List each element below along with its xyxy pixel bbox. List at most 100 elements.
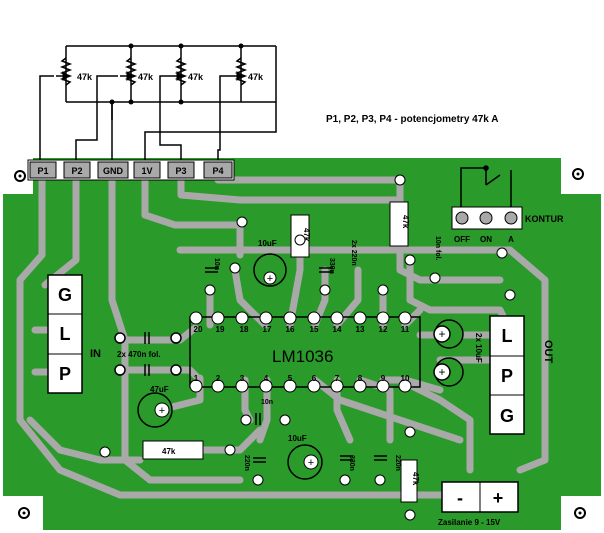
kontur-terminals <box>451 206 523 230</box>
resistor-bottom: 47k <box>142 440 204 460</box>
svg-text:10n fol.: 10n fol. <box>434 236 441 261</box>
cap-10uf-bottom: + 10uF <box>287 434 323 480</box>
ic-pin-4: 4 <box>264 374 269 383</box>
ic-pin-12: 12 <box>379 325 388 334</box>
copper-tracks <box>16 176 549 499</box>
input-jack-g: G <box>58 285 72 305</box>
output-jacks: L P G <box>489 315 525 435</box>
ic-pin-17: 17 <box>263 325 272 334</box>
ic-label: LM1036 <box>272 347 333 366</box>
ic-pin-2: 2 <box>216 374 221 383</box>
svg-text:+: + <box>267 273 273 285</box>
kontur-switch-schematic <box>460 165 512 210</box>
input-jack-p: P <box>59 364 71 384</box>
output-jack-l: L <box>502 326 513 346</box>
ic-pin-1: 1 <box>194 374 199 383</box>
power-terminal: - + <box>441 481 519 513</box>
header-pin-p4: P4 <box>212 166 223 176</box>
ic-pin-15: 15 <box>310 325 319 334</box>
kontur-label: KONTUR <box>525 214 564 224</box>
svg-text:47k: 47k <box>302 228 311 242</box>
resistor-top2: 47k <box>389 201 410 247</box>
svg-text:10n: 10n <box>213 258 220 270</box>
ic-outline <box>189 316 421 388</box>
mount-corner-br <box>561 496 601 533</box>
small-cap-labels: 10n 330n 2x 220n 10n fol. 10n 220n 330n … <box>213 236 441 471</box>
input-caps <box>114 332 182 376</box>
ic-pin-6: 6 <box>312 374 317 383</box>
output-caps: + + <box>433 319 464 387</box>
output-caps-label: 2x 10uF <box>474 333 483 363</box>
svg-text:47k: 47k <box>411 472 420 486</box>
output-jack-g: G <box>500 406 514 426</box>
potentiometer-note: P1, P2, P3, P4 - potencjometry 47k A <box>326 114 499 125</box>
ic-pin-7: 7 <box>335 374 340 383</box>
svg-text:+: + <box>438 327 445 341</box>
power-minus: - <box>457 488 463 508</box>
svg-text:47k: 47k <box>401 215 410 229</box>
resistor-right: 47k <box>400 459 420 503</box>
ic-pin-13: 13 <box>356 325 365 334</box>
mount-hole-bl <box>18 507 30 519</box>
ic-pin-19: 19 <box>216 325 225 334</box>
ic-pin-14: 14 <box>333 325 342 334</box>
ic-pin-20: 20 <box>194 325 203 334</box>
svg-text:10uF: 10uF <box>258 239 277 248</box>
pot-1-value: 47k <box>77 72 93 82</box>
power-plus: + <box>493 488 504 508</box>
header-pin-1v: 1V <box>141 166 152 176</box>
svg-text:330n: 330n <box>328 258 335 274</box>
header-pin-p2: P2 <box>71 166 82 176</box>
svg-text:10uF: 10uF <box>288 434 307 443</box>
misc-pads <box>99 174 516 521</box>
svg-text:47uF: 47uF <box>150 385 169 394</box>
mount-corner-tr <box>561 158 601 194</box>
input-caps-label: 2x 470n fol. <box>117 350 161 359</box>
mount-hole-tr <box>572 168 584 180</box>
output-label: OUT <box>542 340 554 364</box>
cap-10uf-top: + 10uF <box>253 239 287 287</box>
mount-hole-tl <box>14 170 26 182</box>
kontur-on-label: ON <box>480 235 492 244</box>
kontur-a-label: A <box>508 235 514 244</box>
svg-text:2x 220n: 2x 220n <box>350 240 357 266</box>
svg-text:330n: 330n <box>348 455 355 471</box>
svg-text:+: + <box>159 405 165 417</box>
svg-text:+: + <box>308 457 314 469</box>
ic-pin-labels-bottom: 1 2 3 4 5 6 7 8 9 10 <box>194 374 410 383</box>
cap-47uf: + 47uF <box>137 385 173 428</box>
svg-text:47k: 47k <box>162 447 176 456</box>
svg-text:+: + <box>438 365 445 379</box>
ic-pin-18: 18 <box>240 325 249 334</box>
power-label: Zasilanie 9 - 15V <box>438 518 501 527</box>
svg-text:10n: 10n <box>261 399 273 406</box>
ic-pin-10: 10 <box>401 374 410 383</box>
potentiometer-junctions <box>109 43 244 105</box>
pot-2-value: 47k <box>138 72 154 82</box>
input-jack-l: L <box>60 324 71 344</box>
svg-text:220n: 220n <box>394 455 401 471</box>
input-jacks: G L P <box>47 274 83 394</box>
header-connector: P1 P2 GND 1V P3 P4 <box>27 159 235 181</box>
potentiometer-resistors <box>59 57 248 86</box>
ic-pin-8: 8 <box>358 374 363 383</box>
ic-pin-11: 11 <box>401 325 410 334</box>
pot-3-value: 47k <box>188 72 204 82</box>
ic-pads <box>189 311 412 393</box>
ic-pin-5: 5 <box>288 374 293 383</box>
header-pin-p1: P1 <box>37 166 48 176</box>
kontur-off-label: OFF <box>454 235 470 244</box>
header-pin-p3: P3 <box>175 166 186 176</box>
input-label: IN <box>90 348 101 360</box>
mount-corner-bl <box>3 496 43 533</box>
pot-4-value: 47k <box>248 72 264 82</box>
output-jack-p: P <box>501 366 513 386</box>
potentiometer-wipers <box>56 70 243 82</box>
ic-pin-16: 16 <box>286 325 295 334</box>
header-pin-gnd: GND <box>103 166 124 176</box>
svg-text:220n: 220n <box>243 455 250 471</box>
mount-hole-br <box>574 507 586 519</box>
ic-pin-9: 9 <box>381 374 386 383</box>
ic-pin-3: 3 <box>240 374 245 383</box>
